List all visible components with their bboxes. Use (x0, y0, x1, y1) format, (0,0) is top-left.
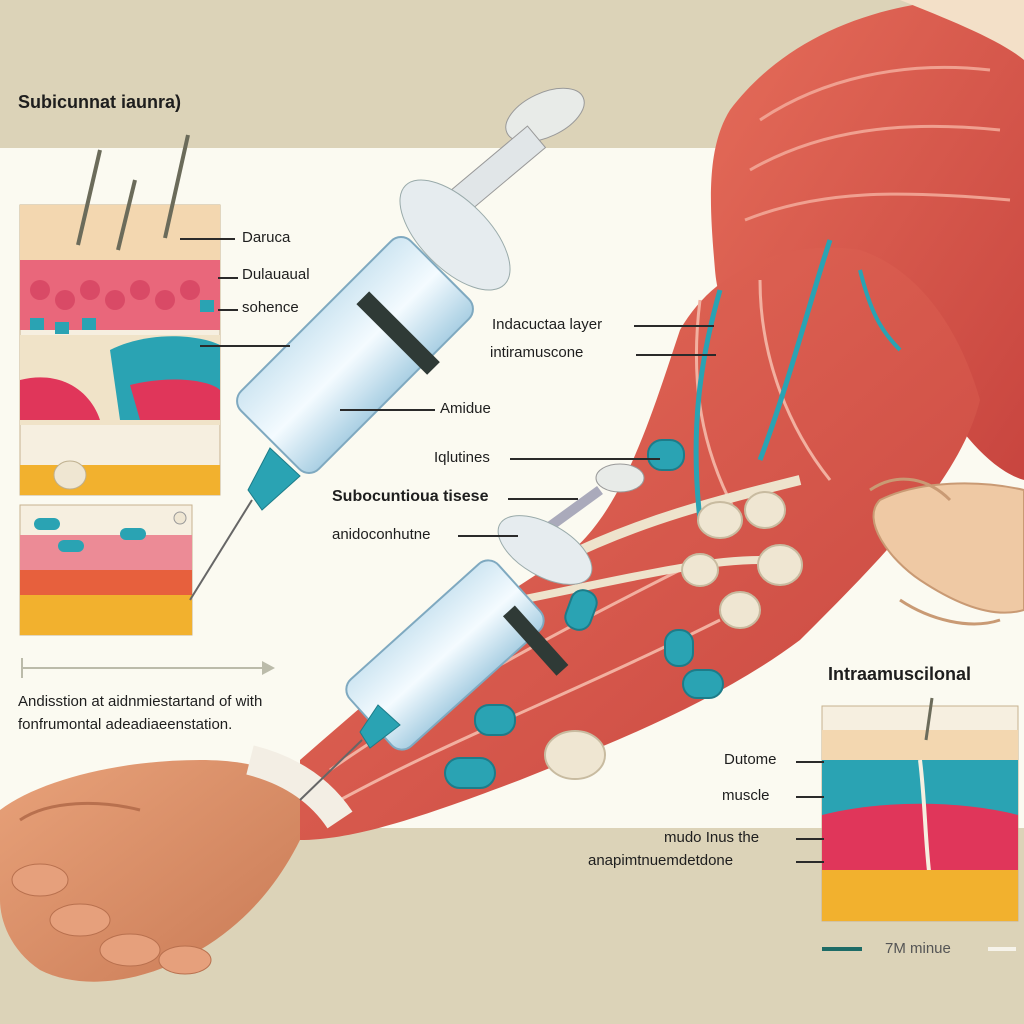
leader-line (508, 498, 578, 500)
label-muscle: muscle (722, 787, 770, 804)
legend-swatch-teal (822, 947, 862, 951)
leader-line (458, 535, 518, 537)
leader-line (218, 309, 238, 311)
hand (0, 745, 353, 982)
syringe-large (189, 87, 585, 601)
page-title: Subicunnat iaunra) (18, 92, 182, 112)
right-hand (869, 477, 1024, 626)
tissue-inset (19, 504, 193, 636)
caption-arrow (21, 658, 275, 678)
subcutaneous-title: Subocuntioua tisese (332, 488, 489, 505)
leader-line (636, 354, 716, 356)
leader-line (180, 238, 235, 240)
legend-swatch-light (988, 947, 1016, 951)
label-ampoule: Amidue (440, 400, 491, 417)
leader-line (634, 325, 714, 327)
legend-label: 7M minue (885, 940, 951, 957)
caption-line-2: fonfrumontal adeadiaeenstation. (18, 716, 233, 733)
intramuscular-inset (821, 697, 1019, 922)
subcutaneous-inset (19, 134, 221, 496)
label-substance: sohence (242, 299, 299, 316)
label-dual-layer: Dulauaual (242, 266, 310, 283)
leader-line (796, 761, 824, 763)
label-layer: Indacuctaa layer (492, 316, 603, 333)
syringe-small (299, 463, 645, 801)
leader-line (796, 796, 824, 798)
leader-line (200, 345, 290, 347)
label-dutome: Dutome (724, 751, 777, 768)
label-iglutines: Iqlutines (434, 449, 490, 466)
subcutaneous-sublabel: anidoconhutne (332, 526, 431, 543)
joint-nodules (544, 491, 803, 780)
leader-line (340, 409, 435, 411)
label-dermis: Daruca (242, 229, 291, 246)
intramuscular-title: Intraamuscilonal (828, 664, 972, 684)
capsules (444, 439, 724, 789)
leader-line (796, 861, 824, 863)
caption-line-1: Andisstion at aidnmiestartand of with (18, 693, 263, 710)
leader-line (510, 458, 660, 460)
label-anapim: anapimtnuemdetdone (588, 852, 734, 869)
label-intramuscular: intiramuscone (490, 344, 584, 361)
label-mudo: mudo Inus the (664, 829, 760, 846)
leader-line (796, 838, 824, 840)
leader-line (218, 277, 238, 279)
